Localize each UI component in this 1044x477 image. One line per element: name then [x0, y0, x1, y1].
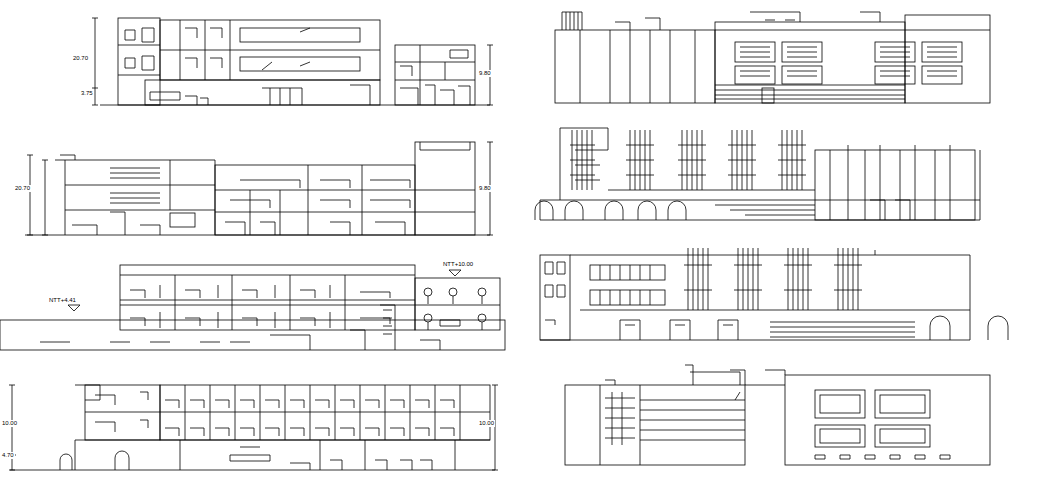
section-one [92, 18, 493, 105]
dimension-text: 3.75 [80, 90, 94, 97]
dimension-text: 10.00 [1, 420, 18, 427]
section-three [0, 265, 505, 350]
elevation-four [565, 365, 990, 465]
dimension-text: 9.80 [478, 70, 492, 77]
dimension-text: 10.00 [478, 420, 495, 427]
level-mark: NTT+4.41 [48, 297, 77, 304]
elevation-two [535, 128, 980, 220]
dimension-text: 4.70 [1, 452, 15, 459]
dimension-text: 20.70 [14, 185, 31, 192]
dimension-text: 9.80 [478, 185, 492, 192]
dimension-text: 20.70 [72, 55, 89, 62]
elevation-three [540, 248, 1008, 340]
section-two [25, 142, 493, 235]
level-mark: NTT+10.00 [442, 261, 474, 268]
elevation-one [555, 12, 990, 103]
section-four [9, 385, 498, 470]
